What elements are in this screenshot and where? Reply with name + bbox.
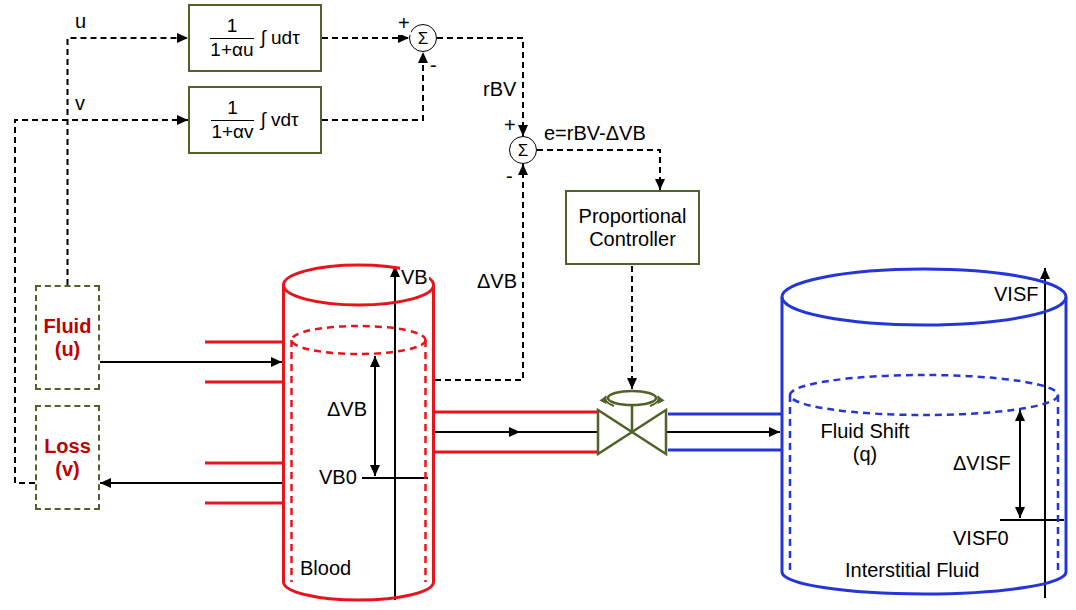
fluid-wall <box>290 340 293 582</box>
quantity-label: VB0 <box>318 466 358 489</box>
delta-arrow <box>374 356 376 476</box>
sign-label: - <box>429 54 438 77</box>
tank-bottom <box>284 582 434 600</box>
signal-line <box>322 37 409 39</box>
tank-top <box>782 269 1066 325</box>
edge-label: e=rBV-ΔVB <box>543 122 647 145</box>
tank-wall <box>432 285 435 582</box>
valve-handle <box>608 391 656 405</box>
tank-outline <box>282 262 435 607</box>
edge-label: rBV <box>482 78 517 101</box>
valve-body <box>632 410 666 454</box>
node-content: Σ <box>518 142 529 159</box>
inlet-pipe <box>205 341 284 344</box>
control-signal <box>631 266 633 389</box>
blood-pipe <box>433 451 600 454</box>
blood-tank: Blood <box>282 262 435 607</box>
tank-text: Blood <box>300 557 351 580</box>
sum-symbol: Σ <box>518 142 529 159</box>
quantity-label: VISF <box>993 283 1039 306</box>
quantity-label: ΔVISF <box>952 452 1012 475</box>
baseline-mark <box>1000 519 1064 521</box>
node-content: Σ <box>418 30 429 47</box>
outlet-pipe <box>205 462 284 465</box>
node-content: Blood <box>300 557 351 580</box>
valve-turn-arrow <box>605 396 614 406</box>
transfer-block: 11+αv ∫ vdτ <box>188 86 322 154</box>
formula-text: 1+αv <box>211 121 253 143</box>
signal-line <box>322 52 423 120</box>
quantity-label: VISF0 <box>952 527 1010 550</box>
valve-turn-arrow <box>650 396 659 406</box>
signal-line <box>68 38 189 285</box>
formula-text: ∫ udτ <box>261 27 300 49</box>
transfer-block: 11+αu ∫ udτ <box>188 4 322 72</box>
formula-text: 1+αu <box>210 39 253 61</box>
sign-label: + <box>397 12 411 35</box>
delta-arrow <box>1019 410 1021 518</box>
tank-wall <box>282 285 285 582</box>
fluid-wall <box>789 395 792 572</box>
baseline-mark <box>362 477 428 479</box>
formula-text: ∫ vdτ <box>261 109 299 131</box>
sum-symbol: Σ <box>418 30 429 47</box>
volume-arrow <box>1044 268 1046 598</box>
blood-pipe <box>433 411 600 414</box>
inlet-pipe <box>205 381 284 384</box>
valve-body <box>598 410 632 454</box>
outlet-pipe <box>205 502 284 505</box>
edge-label: ΔVB <box>476 270 518 293</box>
node-content: Interstitial Fluid <box>845 559 980 582</box>
fluid-level <box>292 326 426 354</box>
controller-box: Proportional Controller <box>565 190 700 265</box>
quantity-label: VB <box>400 266 429 289</box>
flow-arrow <box>100 361 282 363</box>
node-content: 11+αv ∫ vdτ <box>211 97 298 143</box>
tank-wall <box>1065 297 1068 572</box>
quantity-label: ΔVB <box>326 398 368 421</box>
node-content: Proportional Controller <box>571 205 694 251</box>
flow-arrow <box>100 482 282 484</box>
fraction: 11+αu <box>210 15 253 61</box>
volume-arrow <box>394 266 396 600</box>
fluid-wall <box>424 340 427 582</box>
tank-text: Interstitial Fluid <box>845 559 980 582</box>
summing-junction: Σ <box>409 24 437 52</box>
sign-label: + <box>503 114 517 137</box>
signal-line <box>15 120 188 483</box>
fluid-pipe <box>668 449 783 452</box>
node-content: 11+αu ∫ udτ <box>210 15 299 61</box>
fluid-level <box>790 375 1058 415</box>
fluid-wall <box>1057 395 1060 572</box>
box-text: Loss (v) <box>41 435 94 481</box>
signal-line <box>435 164 523 380</box>
summing-junction: Σ <box>509 136 537 164</box>
sink-box: Loss (v) <box>35 405 100 510</box>
edge-label: v <box>74 92 86 115</box>
tank-wall <box>781 297 784 572</box>
flow-label: Fluid Shift (q) <box>808 420 922 466</box>
sign-label: - <box>505 165 514 188</box>
tank-top <box>284 265 434 305</box>
signal-line <box>537 150 660 190</box>
box-text: Proportional Controller <box>571 205 694 251</box>
fluid-pipe <box>668 413 783 416</box>
formula-text: 1 <box>211 97 253 121</box>
source-box: Fluid (u) <box>35 285 100 390</box>
fraction: 11+αv <box>211 97 253 143</box>
box-text: Fluid (u) <box>41 315 94 361</box>
formula-text: 1 <box>210 15 253 39</box>
node-content: Loss (v) <box>41 435 94 481</box>
signal-line <box>437 38 523 136</box>
edge-label: u <box>74 10 87 33</box>
node-content: Fluid (u) <box>41 315 94 361</box>
valve-stem <box>631 404 634 432</box>
